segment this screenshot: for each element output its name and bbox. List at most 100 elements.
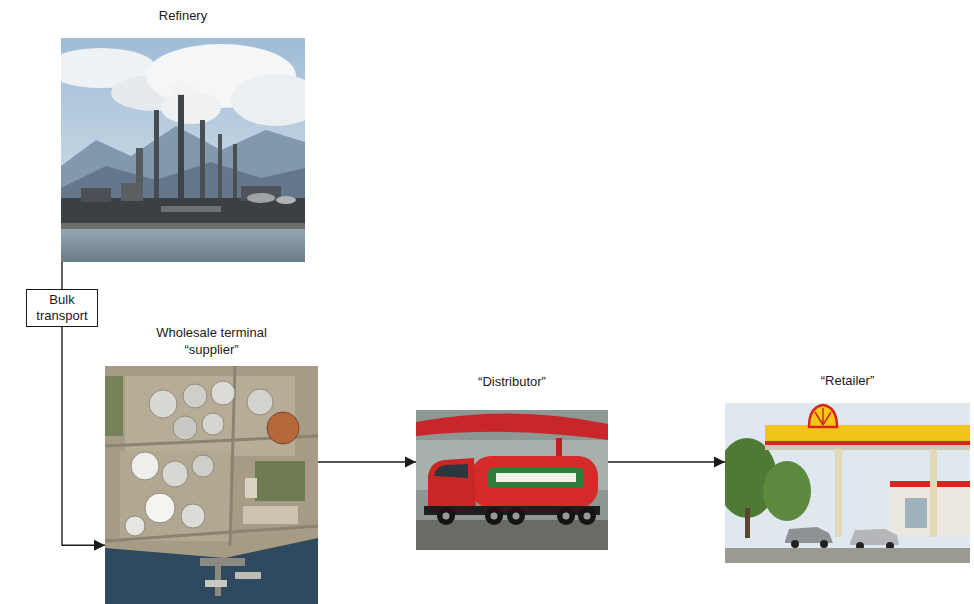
refinery-plant [247,193,275,203]
node-heading: “Distributor” [416,373,608,390]
tanker-truck [428,458,476,510]
gas-station-photo [725,403,970,563]
forecourt [725,548,970,563]
terminal-photo [105,366,318,604]
buildings [243,506,298,524]
shell-logo [815,408,831,425]
tanker-truck [578,507,596,525]
harbour-water [105,538,318,604]
tanker-truck [563,513,570,520]
retailer-node: “Retailer” [725,372,970,563]
heading-block: “Distributor” [416,373,608,390]
cars [791,540,799,548]
refinery-stacks [178,94,184,210]
harbour-water [105,538,318,604]
storage-tanks [247,389,273,415]
station-building [905,498,927,528]
ground [105,366,318,604]
tanker-truck-photo [416,410,608,550]
storage-tanks [267,412,299,444]
harbour-water [205,580,227,587]
storage-tanks [173,416,197,440]
tanker-truck [584,513,591,520]
storage-tanks [181,504,205,528]
clouds [231,74,305,126]
storage-tanks [149,390,177,418]
buildings [243,478,298,524]
station-background [416,410,608,550]
tanker-truck [496,473,576,482]
storage-tanks [162,461,188,487]
cars [820,540,828,548]
tanker-truck [491,513,498,520]
trees [763,461,811,521]
water [61,223,305,262]
tanker-truck [424,456,600,525]
refinery-plant [61,183,305,224]
tanker-truck [485,507,503,525]
ground [105,366,318,546]
cars [785,527,899,550]
node-heading: “Retailer” [725,372,970,389]
trees [725,438,811,538]
canopy [930,449,937,537]
canopy [765,441,970,445]
heading-block: Refinery [61,7,305,24]
harbour-water [200,558,245,566]
clouds [161,92,221,124]
ground [105,376,123,436]
node-heading: Wholesale terminal “supplier” [147,324,277,358]
refinery-stacks [136,81,237,210]
tanker-truck [443,513,450,520]
refinery-stacks [169,81,193,95]
canopy [765,425,970,537]
trees [745,508,750,538]
canopy [765,445,970,450]
station-background [416,410,608,550]
heading-block: Wholesale terminal “supplier” [147,324,277,358]
shell-logo [809,405,837,427]
tanker-truck [471,456,598,508]
canopy [765,425,970,441]
storage-tanks [192,455,214,477]
storage-tanks [202,413,224,435]
refinery-stacks [194,109,212,119]
refinery-node: Refinery [61,7,305,262]
tanker-truck [437,507,455,525]
storage-tanks [131,452,159,480]
tanker-truck [513,513,520,520]
node-heading: Refinery [61,7,305,24]
storage-tanks [211,381,235,405]
canopy [835,449,842,537]
edge-label: Bulk transport [26,289,98,327]
refinery-stacks [200,120,205,210]
ground [255,461,305,501]
tanker-truck [488,468,584,488]
water [61,229,305,262]
ground [120,451,230,541]
storage-tanks [125,381,299,536]
refinery-plant [276,196,296,204]
refinery-stacks [154,110,159,210]
storage-tanks [183,384,207,408]
shell-logo [809,405,837,427]
flow-arrow [318,461,416,462]
distributor-node: “Distributor” [416,373,608,550]
ground [105,366,318,604]
refinery-plant [121,183,143,201]
forecourt [725,548,970,563]
tanker-truck [434,464,468,478]
tanker-truck [507,507,525,525]
tanker-truck [557,507,575,525]
harbour-water [235,572,261,579]
terminal-node: Wholesale terminal “supplier” [105,324,318,604]
refinery-plant [81,188,111,202]
storage-tanks [145,493,175,523]
heading-block: “Retailer” [725,372,970,389]
canopy [416,413,608,440]
refinery-plant [161,206,221,212]
refinery-photo [61,38,305,262]
